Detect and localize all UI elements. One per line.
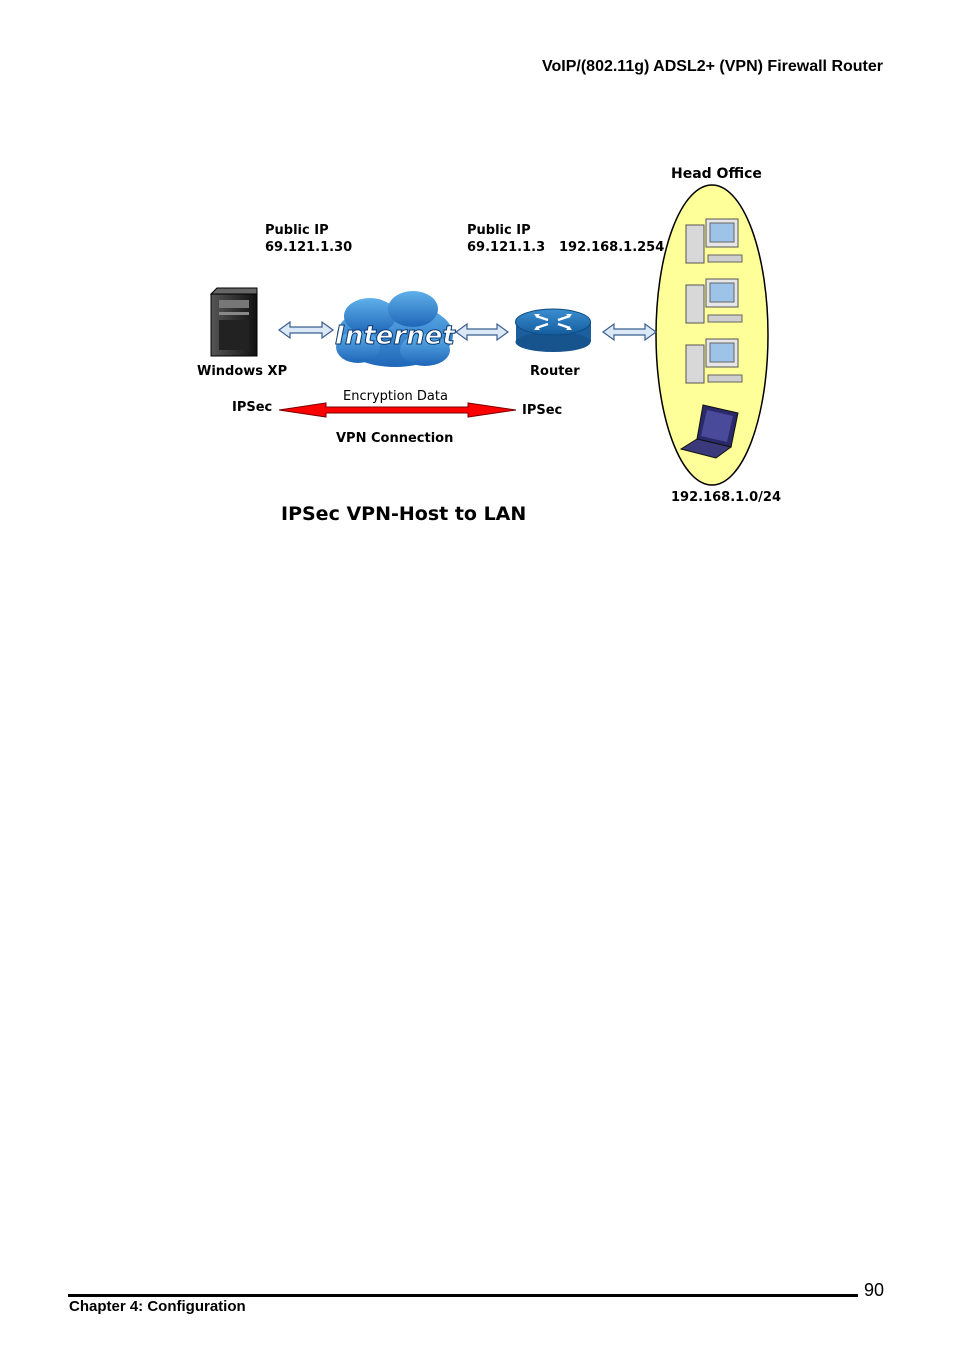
diagram-caption: IPSec VPN-Host to LAN <box>281 503 527 525</box>
router-label: Router <box>530 364 580 379</box>
host-label: Windows XP <box>197 364 288 379</box>
lan-subnet-label: 192.168.1.0/24 <box>671 490 782 505</box>
link-arrow-host-internet <box>277 320 335 340</box>
server-icon <box>209 287 258 357</box>
router-icon <box>515 308 591 352</box>
ipsec-right-label: IPSec <box>522 403 563 418</box>
encryption-data-label: Encryption Data <box>343 389 448 404</box>
page-number: 90 <box>864 1280 885 1300</box>
footer-divider <box>68 1294 858 1297</box>
pc-icon <box>685 218 743 264</box>
footer-chapter-title: Chapter 4: Configuration <box>69 1298 246 1315</box>
internet-cloud-icon: Internet <box>335 291 457 367</box>
head-office-label: Head Office <box>671 166 762 182</box>
vpn-connection-label: VPN Connection <box>336 431 454 446</box>
public-ip-right-address: 69.121.1.3 <box>467 240 546 255</box>
public-ip-left-address: 69.121.1.30 <box>265 240 353 255</box>
laptop-icon <box>679 404 739 459</box>
pc-icon <box>685 338 743 384</box>
pc-icon <box>685 278 743 324</box>
link-arrow-router-lan <box>601 322 658 342</box>
public-ip-left-label: Public IP <box>265 223 329 238</box>
internet-label: Internet <box>335 321 456 351</box>
ipsec-left-label: IPSec <box>232 400 273 415</box>
link-arrow-internet-router <box>454 322 510 342</box>
router-lan-ip: 192.168.1.254 <box>559 240 665 255</box>
public-ip-right-label: Public IP <box>467 223 531 238</box>
vpn-tunnel-arrow <box>278 402 517 418</box>
document-header-title: VoIP/(802.11g) ADSL2+ (VPN) Firewall Rou… <box>542 58 883 75</box>
